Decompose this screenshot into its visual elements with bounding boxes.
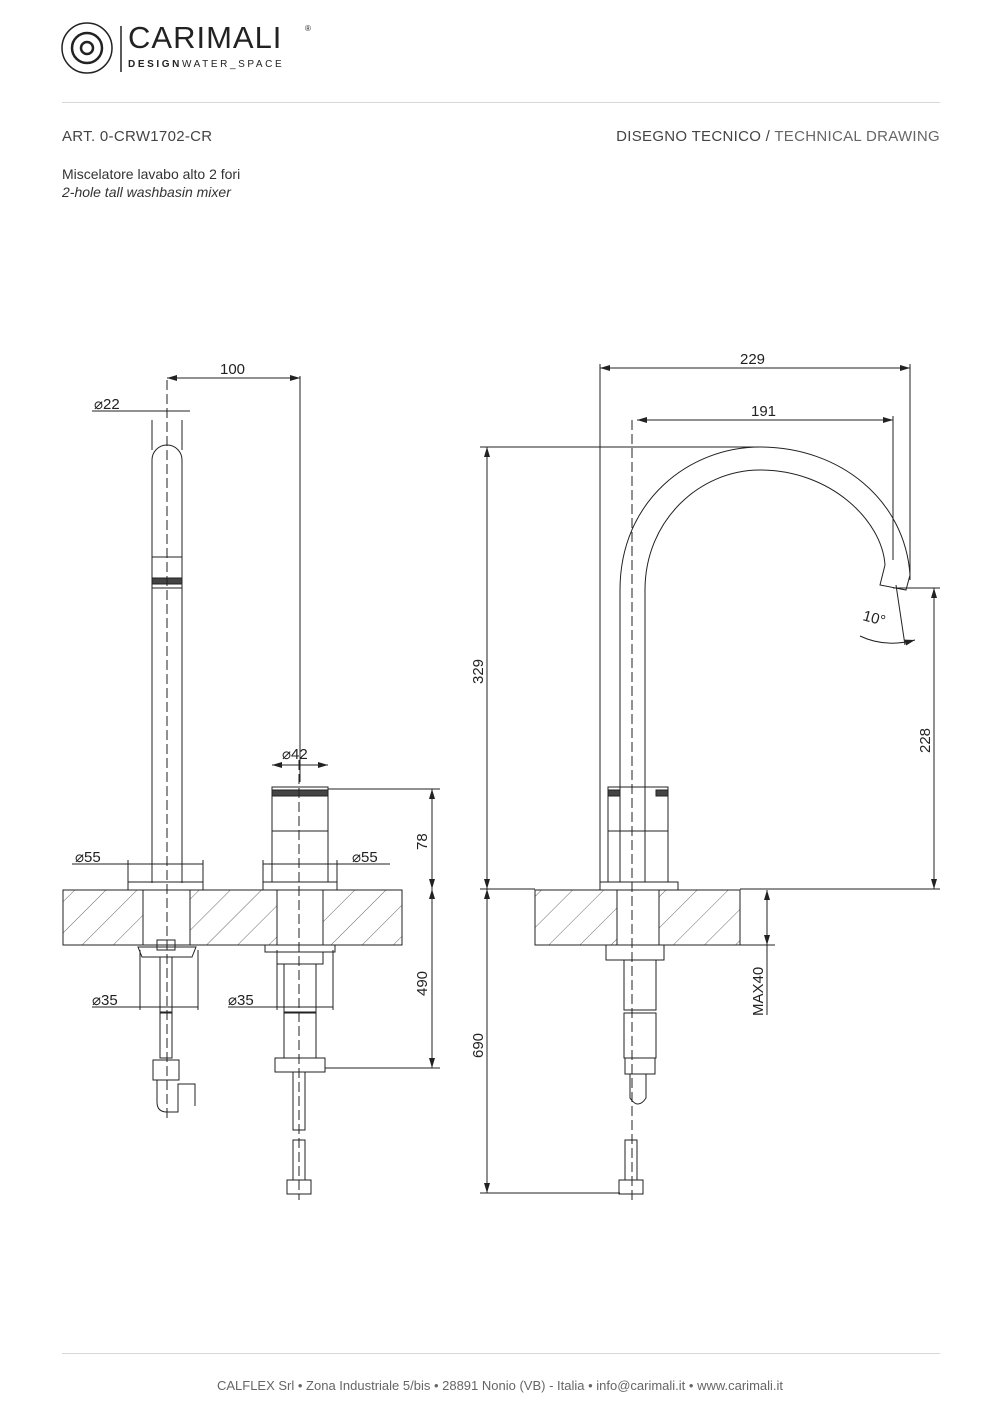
drawing-label-it: DISEGNO TECNICO	[616, 128, 762, 145]
brand-tagline-bold: DESIGN	[128, 59, 182, 70]
dim-spout-handle-distance: 100	[220, 361, 245, 378]
dim-handle-height: 78	[414, 833, 431, 850]
dim-hole-left: ⌀35	[92, 992, 118, 1009]
dimension-lines-right	[480, 364, 940, 1194]
footer-contact: CALFLEX Srl • Zona Industriale 5/bis • 2…	[216, 1378, 784, 1393]
countertop-section-right	[534, 889, 741, 946]
footer-divider	[62, 1353, 940, 1354]
description-en: 2-hole tall washbasin mixer	[62, 184, 231, 200]
article-code: ART. 0-CRW1702-CR	[62, 128, 213, 145]
description-it: Miscelatore lavabo alto 2 fori	[62, 166, 241, 182]
dimension-lines-left	[72, 375, 440, 1069]
drawing-separator: /	[761, 128, 775, 145]
dim-max-thickness: MAX40	[750, 967, 767, 1016]
dim-escutcheon-right: ⌀55	[352, 849, 378, 866]
drawing-label-en: TECHNICAL DRAWING	[774, 128, 940, 145]
brand-tagline-rest: WATER_SPACE	[181, 59, 285, 70]
dim-outlet-height: 228	[917, 728, 934, 753]
header-divider	[62, 102, 940, 103]
dim-total-under-length: 690	[470, 1033, 487, 1058]
brand-logo: CARIMALI ® DESIGNWATER_SPACE	[60, 20, 320, 76]
brand-registered: ®	[305, 24, 311, 33]
dim-hole-right: ⌀35	[228, 992, 254, 1009]
spout-side-view	[127, 380, 204, 1120]
handle-side-view	[262, 760, 338, 1200]
dim-escutcheon-left: ⌀55	[75, 849, 101, 866]
drawing-title: DISEGNO TECNICO / TECHNICAL DRAWING	[616, 128, 940, 145]
dim-tilt-angle: 10°	[861, 607, 887, 629]
brand-tagline: DESIGNWATER_SPACE	[128, 59, 284, 70]
brand-name: CARIMALI	[128, 20, 283, 55]
dim-total-height: 329	[470, 659, 487, 684]
dim-under-length: 490	[414, 971, 431, 996]
mixer-front-view	[599, 420, 911, 1200]
dim-reach: 229	[740, 351, 765, 368]
dim-spout-diameter: ⌀22	[94, 396, 120, 413]
logo-rings-icon	[61, 22, 122, 74]
dim-spout-reach: 191	[751, 403, 776, 420]
dim-handle-diameter: ⌀42	[282, 746, 308, 763]
countertop-section-left	[62, 889, 403, 946]
